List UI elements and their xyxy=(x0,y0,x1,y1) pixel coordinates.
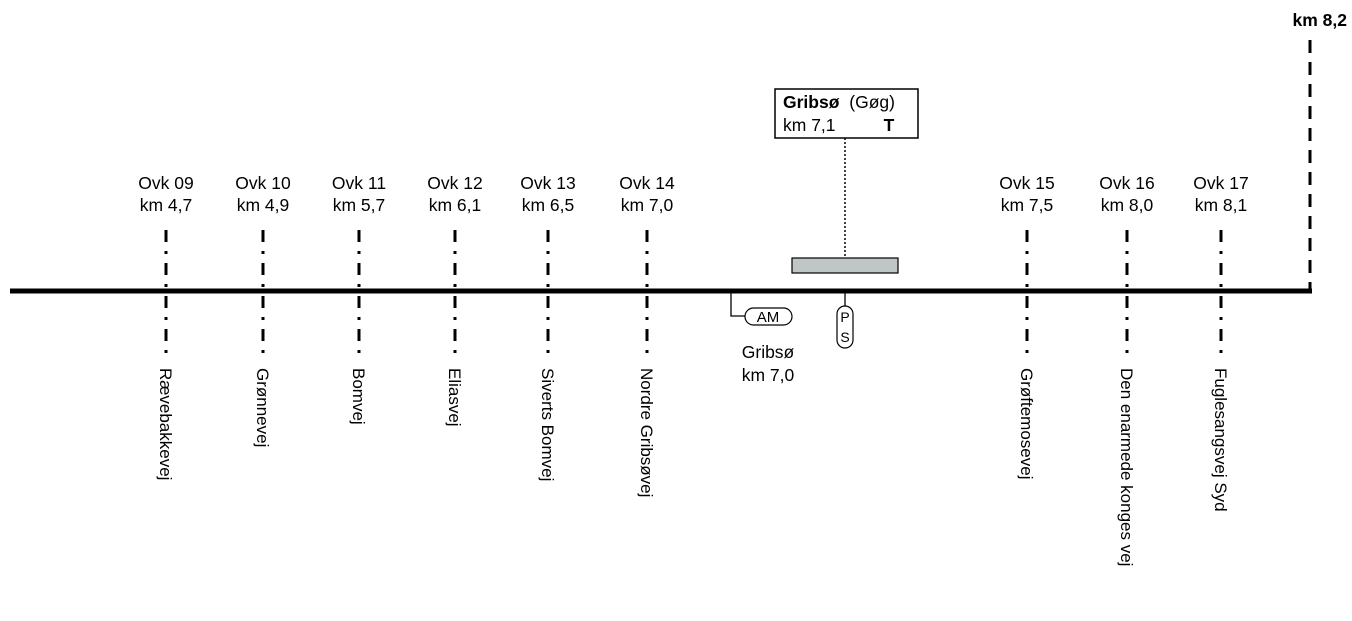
crossing-km: km 4,9 xyxy=(237,195,290,215)
crossing-km: km 7,0 xyxy=(621,195,674,215)
crossing-km: km 5,7 xyxy=(333,195,386,215)
crossing-km: km 6,5 xyxy=(522,195,575,215)
am-connector xyxy=(730,293,745,317)
crossing-km: km 4,7 xyxy=(140,195,193,215)
am-marker: AM Gribsø km 7,0 xyxy=(730,293,795,385)
crossing-id: Ovk 17 xyxy=(1193,173,1248,193)
platform xyxy=(791,257,899,274)
station-name: Gribsø xyxy=(783,92,840,112)
crossing-km: km 8,0 xyxy=(1101,195,1154,215)
crossing-road: Eliasvej xyxy=(445,368,464,427)
ps-icon xyxy=(836,305,854,349)
crossing-road: Siverts Bomvej xyxy=(538,368,557,481)
crossing-id: Ovk 16 xyxy=(1099,173,1154,193)
crossing-km: km 7,5 xyxy=(1001,195,1054,215)
crossing-road: Grønnevej xyxy=(253,368,272,447)
crossing-km: km 6,1 xyxy=(429,195,482,215)
crossing-id: Ovk 09 xyxy=(138,173,193,193)
crossing-km: km 8,1 xyxy=(1195,195,1248,215)
end-marker-km: km 8,2 xyxy=(1293,10,1348,30)
station-km: km 7,1 xyxy=(783,115,836,135)
crossing-road: Bomvej xyxy=(349,368,368,425)
crossing-id: Ovk 15 xyxy=(999,173,1054,193)
crossing-road: Rævebakkevej xyxy=(156,368,175,480)
am-km: km 7,0 xyxy=(742,365,795,385)
ps-icon-p: P xyxy=(840,309,849,325)
crossing-road: Den enarmede konges vej xyxy=(1117,368,1136,566)
crossing-road: Grøftemosevej xyxy=(1017,368,1036,479)
am-icon-label: AM xyxy=(757,309,780,326)
station-code: (Gøg) xyxy=(849,92,895,112)
crossing-id: Ovk 14 xyxy=(619,173,675,193)
am-icon xyxy=(744,307,793,326)
station-gribso: Gribsø (Gøg) km 7,1 T P S xyxy=(774,88,919,349)
crossing-id: Ovk 11 xyxy=(332,173,386,193)
crossing-id: Ovk 13 xyxy=(520,173,575,193)
station-box xyxy=(774,88,919,139)
end-marker: km 8,2 xyxy=(1293,10,1348,291)
am-name: Gribsø xyxy=(742,342,795,362)
crossing-id: Ovk 10 xyxy=(235,173,291,193)
crossing-road: Nordre Gribsøvej xyxy=(637,368,656,497)
station-type: T xyxy=(884,115,895,135)
station-name-line: Gribsø (Gøg) xyxy=(783,92,895,112)
crossing-id: Ovk 12 xyxy=(427,173,482,193)
ps-icon-s: S xyxy=(840,329,849,345)
crossing-road: Fuglesangsvej Syd xyxy=(1211,368,1230,512)
